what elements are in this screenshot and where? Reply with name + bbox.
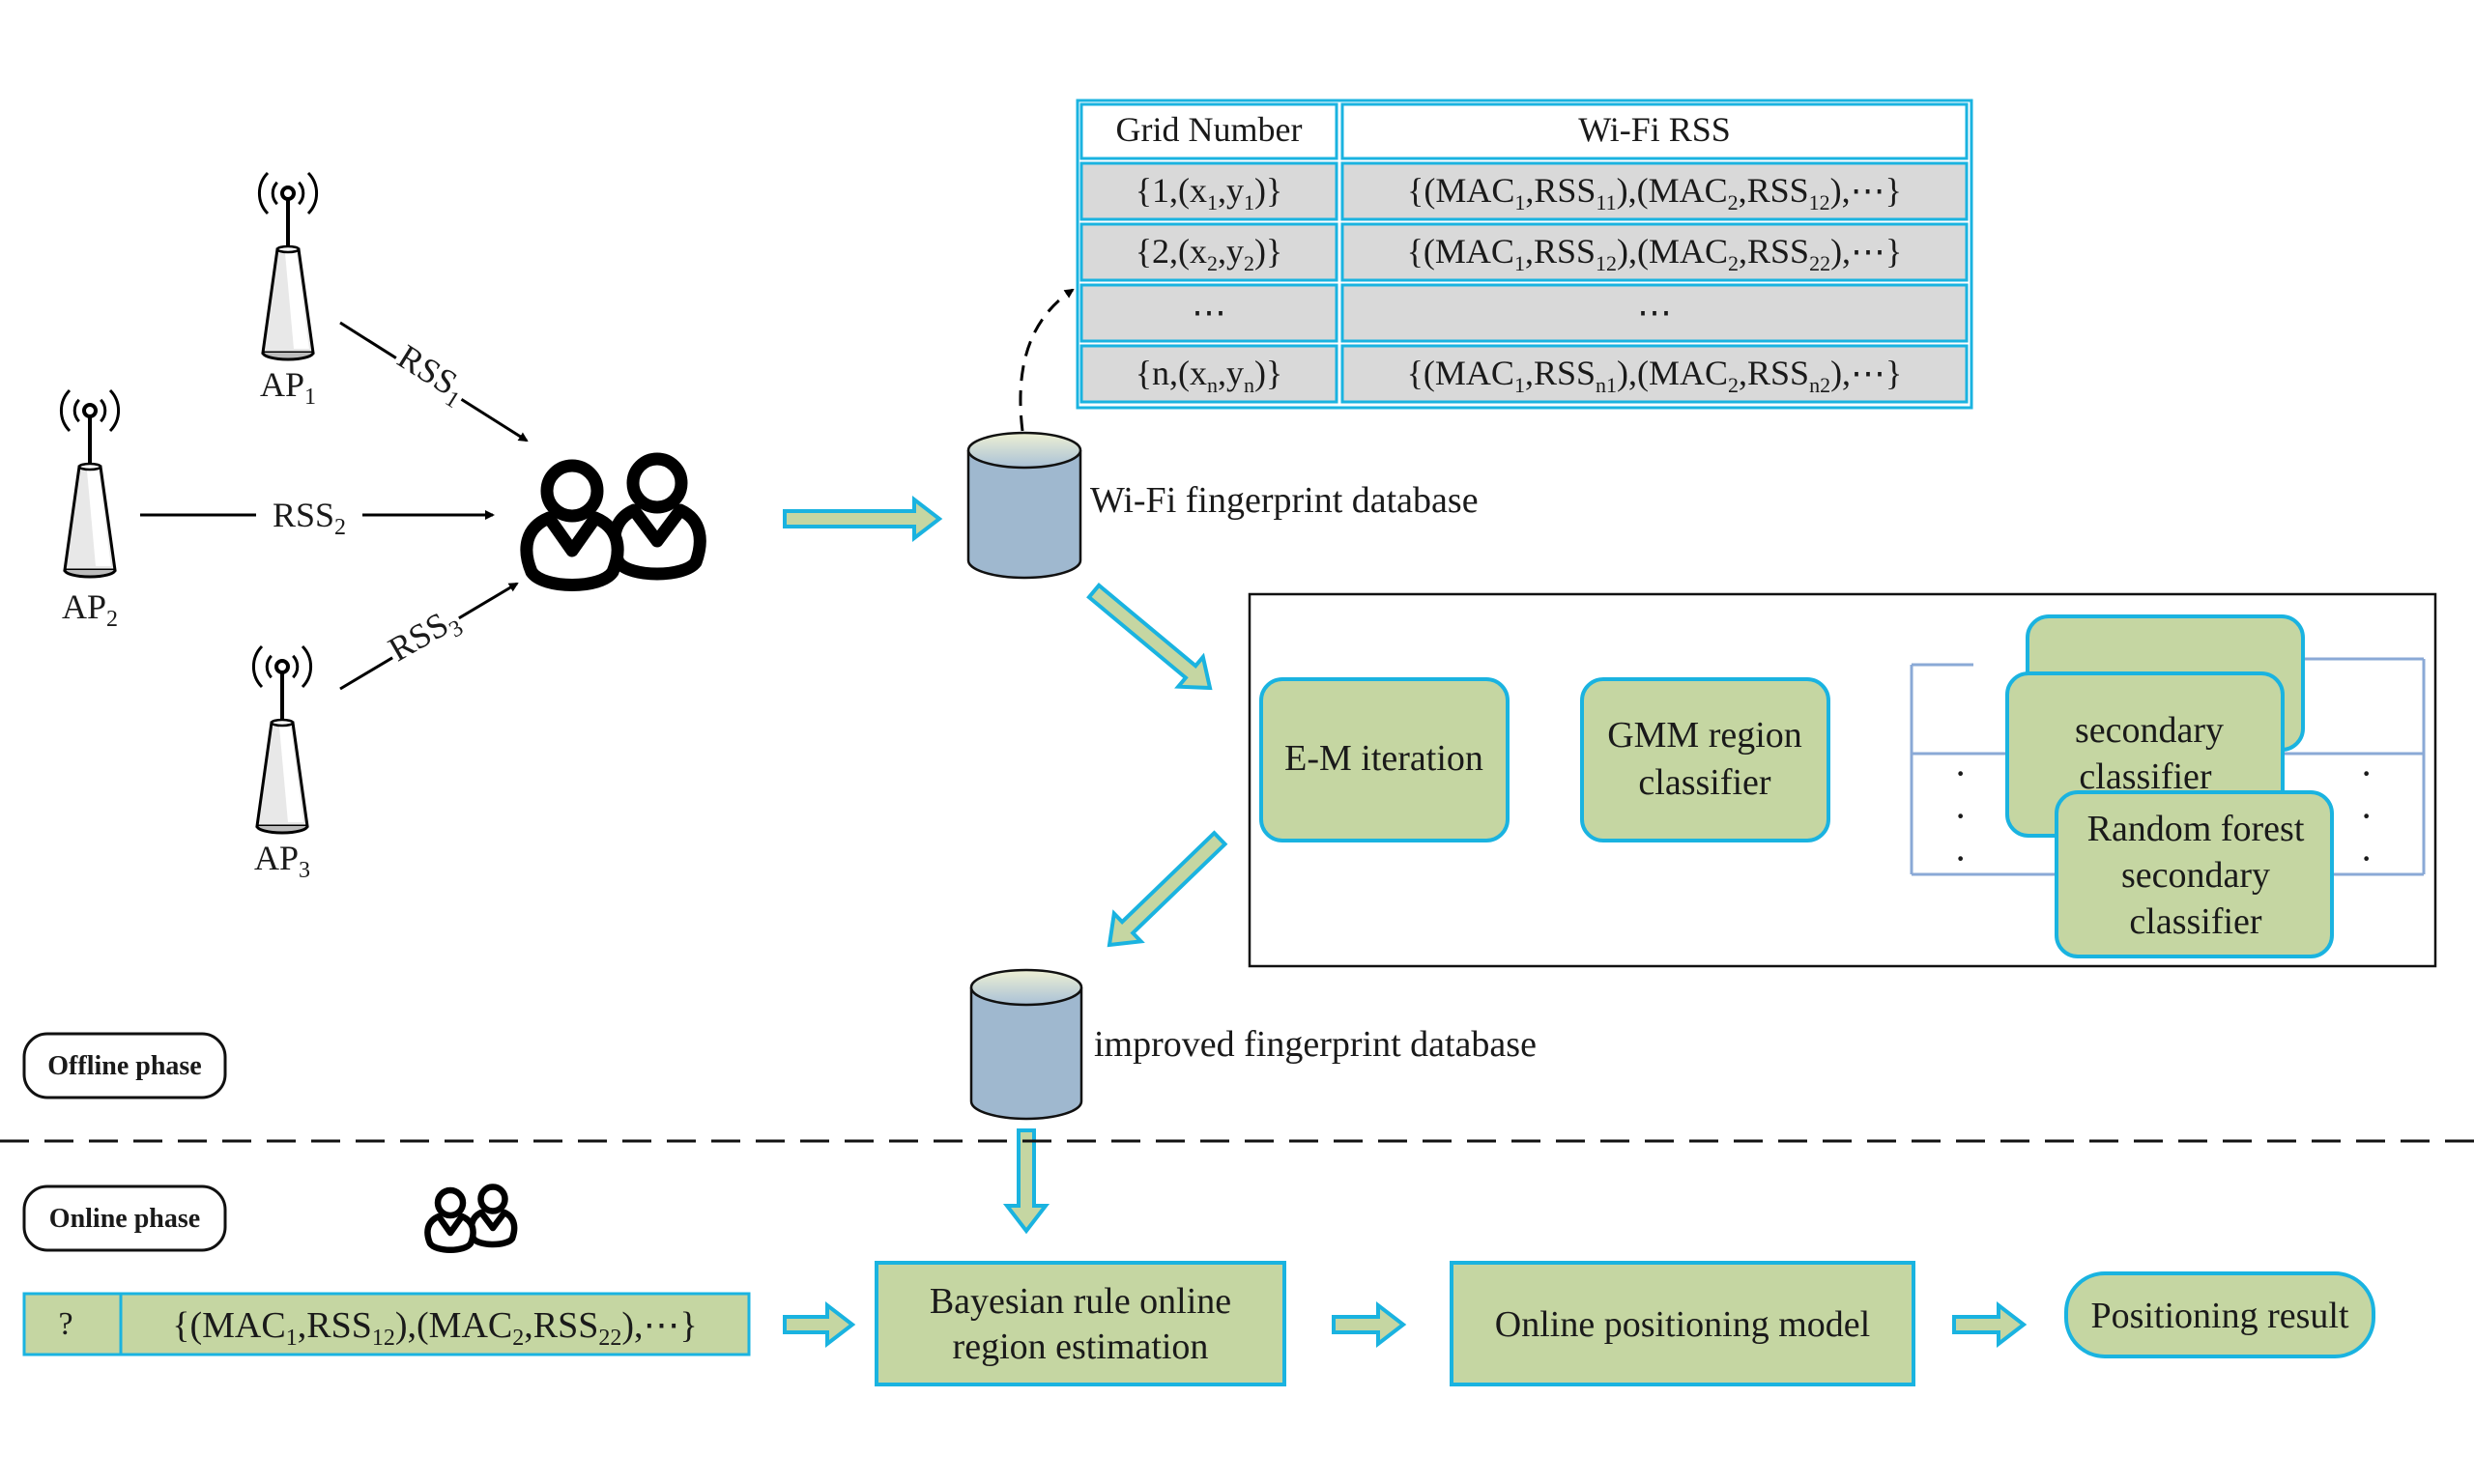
gmm-classifier-box [1580,677,1830,842]
table-cell [1340,344,1969,404]
positioning-result-label: Positioning result [2090,1296,2349,1336]
grid-number-header: Grid Number [1116,110,1303,149]
table-row: {n,(xn,yn)} {(MAC1,RSSn1),(MAC2,RSSn2),⋯} [1079,344,1969,404]
offline-phase-badge [22,1032,227,1099]
random-forest-line1: Random forest [2087,809,2305,849]
online-positioning-model-box [1450,1261,1915,1386]
query-id: ? [58,1306,72,1342]
table-row: {1,(x1,y1)} {(MAC1,RSS11),(MAC2,RSS12),⋯} [1079,161,1969,221]
online-query-record: ? {(MAC1,RSS12),(MAC2,RSS22),⋯} [22,1292,751,1356]
gmm-label-line1: GMM region [1607,715,1802,756]
table-header: Grid Number Wi-Fi RSS [1079,102,1969,160]
em-iteration-box [1259,677,1510,842]
bayesian-estimation-box [875,1261,1286,1386]
ap-label: AP1 [260,365,316,410]
ap-label: AP3 [254,839,310,883]
online-phase-label: Online phase [49,1204,200,1234]
grid-number-cell: ⋯ [1192,293,1226,331]
model-to-result-arrow [1952,1300,2028,1349]
wifi-rss-header: Wi-Fi RSS [1578,110,1731,149]
em-iteration-label: E-M iteration [1284,738,1483,779]
table-row: {2,(x2,y2)} {(MAC1,RSS12),(MAC2,RSS22),⋯} [1079,222,1969,282]
ap-label: AP2 [62,587,118,632]
random-forest-box [2055,790,2334,958]
improved-database-label: improved fingerprint database [1094,1024,1537,1065]
grid-number-cell: {1,(x1,y1)} [1136,171,1283,214]
svg-text:·: · [1954,837,1967,880]
users-icon [424,1184,518,1253]
db-to-table-arrow [1019,288,1075,432]
svg-text:·: · [2360,794,2373,838]
table-cell [1079,283,1338,343]
svg-text:·: · [1954,794,1967,838]
wifi-rss-cell: {(MAC1,RSS12),(MAC2,RSS22),⋯} [1407,232,1903,275]
grid-number-cell: {n,(xn,yn)} [1136,354,1283,397]
rss3-label: RSS3 [382,599,468,674]
secondary-label-line1: secondary [2075,710,2224,751]
random-forest-line3: classifier [2129,901,2262,942]
improved-db-to-bayes-arrow [1002,1128,1050,1235]
classifier-to-improved-db-arrow [1107,830,1228,948]
radio-antenna-icon: AP2 [59,388,121,632]
query-to-bayes-arrow [783,1300,856,1349]
wifi-rss-cell: ⋯ [1637,293,1672,331]
ellipsis-dots-right: · · · [2360,752,2373,880]
table-body: {1,(x1,y1)} {(MAC1,RSS11),(MAC2,RSS12),⋯}… [1079,161,1969,404]
fingerprint-table: Grid Number Wi-Fi RSS {1,(x1,y1)} {(MAC1,… [1076,99,1973,410]
svg-text:·: · [2360,837,2373,880]
ellipsis-dots-left: · · · [1954,752,1967,880]
offline-phase-label: Offline phase [47,1051,201,1081]
table-cell [1340,222,1969,282]
query-rss-values: {(MAC1,RSS12),(MAC2,RSS22),⋯} [172,1305,698,1351]
rss2-label: RSS2 [273,496,346,540]
gmm-label-line2: classifier [1638,762,1771,803]
table-cell [1340,283,1969,343]
table-cell [1079,222,1338,282]
table-header-cell [1340,102,1969,160]
users-to-db-arrow [783,495,943,543]
table-header-cell [1079,102,1338,160]
table-cell [1079,161,1338,221]
table-cell [1079,344,1338,404]
wifi-rss-cell: {(MAC1,RSSn1),(MAC2,RSSn2),⋯} [1407,354,1903,397]
online-phase-badge [22,1184,227,1252]
bayesian-label-line2: region estimation [953,1327,1209,1367]
random-forest-line2: secondary [2121,855,2270,896]
wifi-database-icon [966,431,1082,580]
bayes-to-model-arrow [1332,1300,1407,1349]
improved-database-icon [969,968,1083,1121]
online-positioning-model-label: Online positioning model [1495,1304,1870,1345]
db-to-classifier-arrow [1086,583,1213,691]
wifi-rss-cell: {(MAC1,RSS11),(MAC2,RSS12),⋯} [1407,171,1902,214]
positioning-result-box [2064,1271,2375,1358]
radio-antenna-icon: AP3 [251,644,313,883]
svg-text:·: · [1954,752,1967,795]
table-cell [1340,161,1969,221]
users-icon [520,452,706,591]
grid-number-cell: {2,(x2,y2)} [1136,232,1283,275]
bayesian-label-line1: Bayesian rule online [930,1281,1231,1322]
table-row: ⋯⋯ [1079,283,1969,343]
classifier-panel: E-M iteration GMM region classifier seco… [1248,592,2437,968]
svg-text:·: · [2360,752,2373,795]
wifi-database-label: Wi-Fi fingerprint database [1090,480,1479,521]
radio-antenna-icon: AP1 [257,171,319,410]
